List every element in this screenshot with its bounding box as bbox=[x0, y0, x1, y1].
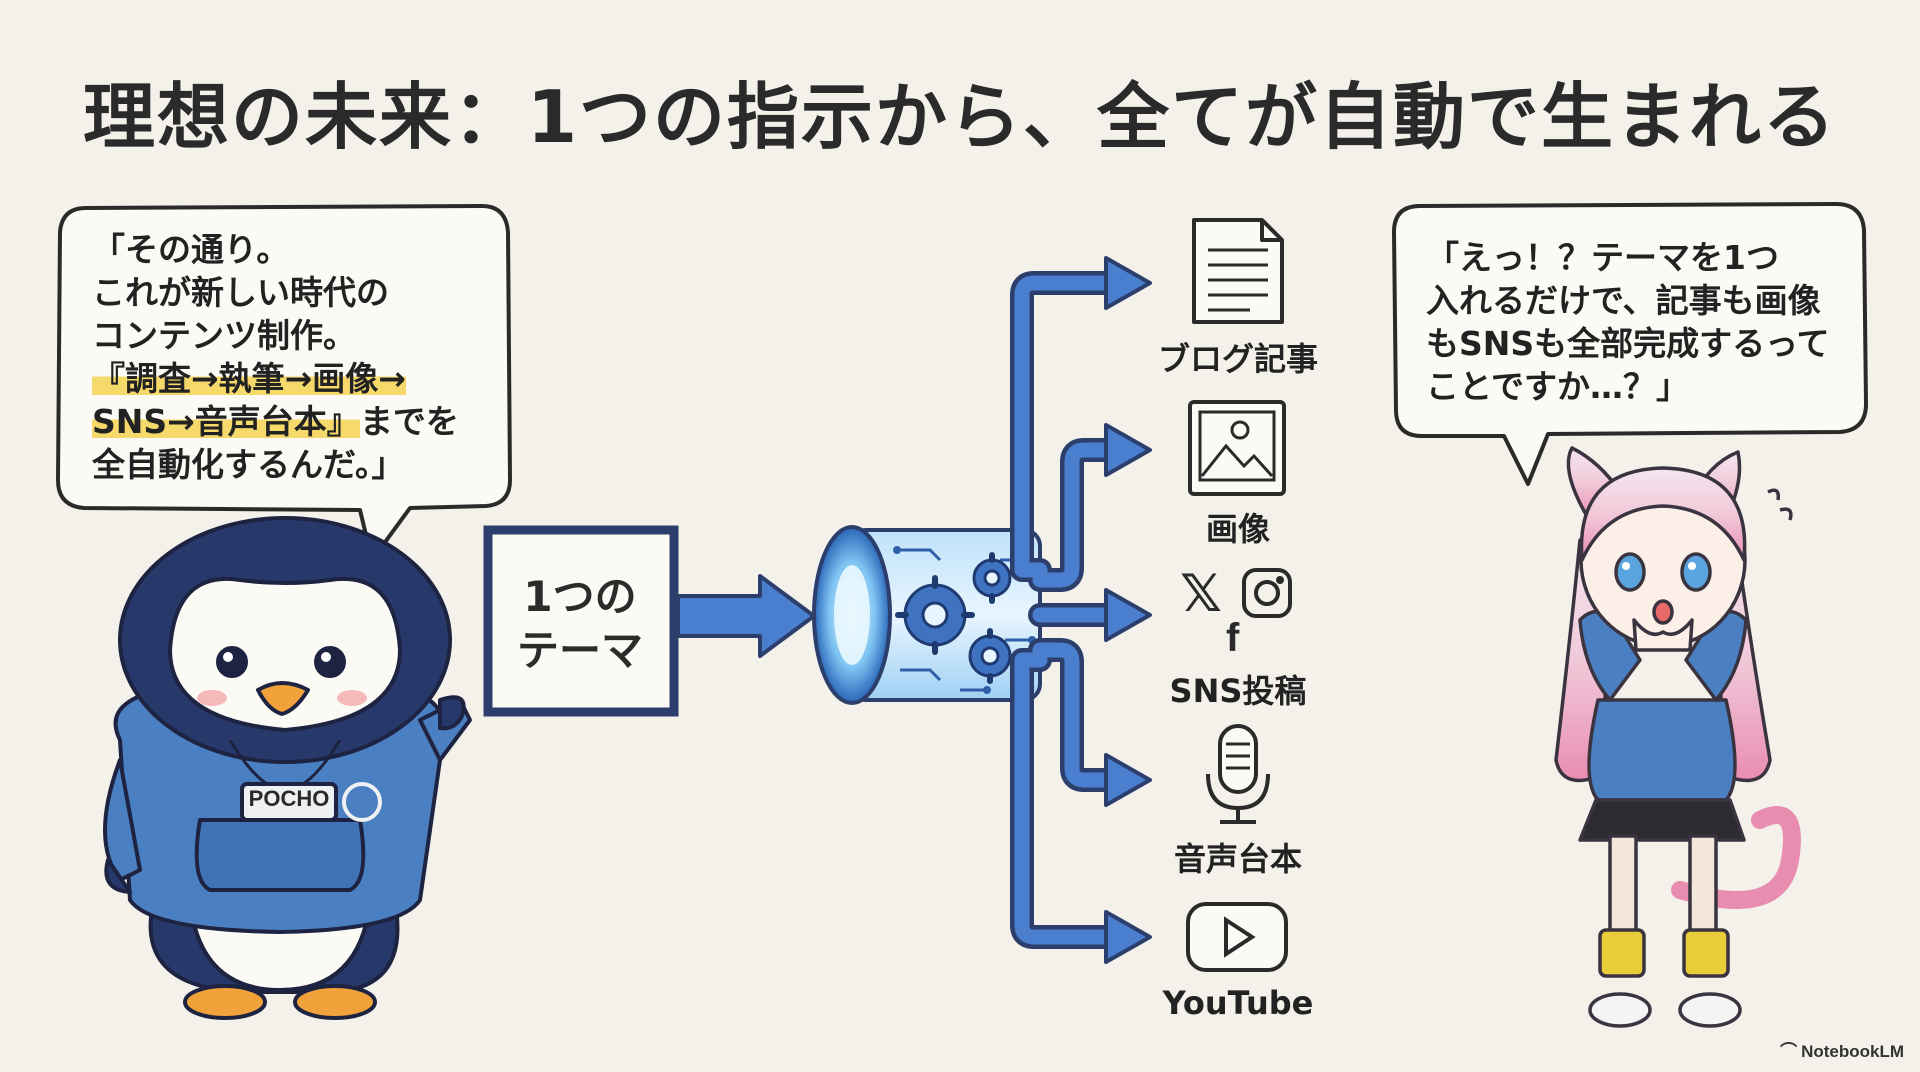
left-bubble-text: 「その通り。 これが新しい時代の コンテンツ制作。 『調査→執筆→画像→ SNS… bbox=[92, 228, 459, 486]
bubble-line: コンテンツ制作。 bbox=[92, 316, 356, 355]
output-label-blog: ブログ記事 bbox=[1157, 340, 1318, 378]
bubble-line: 入れるだけで、記事も画像 bbox=[1426, 281, 1821, 320]
instagram-icon bbox=[1242, 568, 1292, 618]
output-label-image: 画像 bbox=[1205, 510, 1270, 548]
output-label-youtube: YouTube bbox=[1162, 984, 1314, 1022]
microphone-icon bbox=[1206, 724, 1270, 824]
bubble-line: もSNSも全部完成するって bbox=[1426, 324, 1830, 363]
automation-engine bbox=[812, 525, 1042, 705]
bubble-line: これが新しい時代の bbox=[92, 273, 389, 312]
document-icon bbox=[1192, 218, 1284, 324]
page-title: 理想の未来：1つの指示から、全てが自動で生まれる bbox=[82, 75, 1838, 159]
youtube-icon bbox=[1186, 902, 1288, 972]
bubble-line: ことですか…？」 bbox=[1426, 367, 1690, 406]
theme-line: 1つの bbox=[523, 572, 637, 621]
bubble-line: 「えっ！？テーマを1つ bbox=[1426, 238, 1779, 277]
bubble-line: までを bbox=[359, 402, 459, 441]
image-icon bbox=[1188, 400, 1286, 496]
highlighted-text: SNS→音声台本』 bbox=[92, 402, 360, 441]
gear-icon bbox=[972, 558, 1012, 598]
bubble-line: 「その通り。 bbox=[92, 230, 290, 269]
brand-watermark: ⌒NotebookLM bbox=[1780, 1037, 1904, 1062]
theme-box-label: 1つの テーマ bbox=[490, 570, 670, 678]
brand-name: NotebookLM bbox=[1801, 1042, 1904, 1061]
theme-line: テーマ bbox=[516, 626, 643, 675]
notebooklm-logo-icon: ⌒ bbox=[1780, 1042, 1798, 1061]
right-speech-bubble bbox=[1392, 202, 1868, 486]
penguin-badge: POCHO bbox=[248, 786, 330, 811]
penguin-character bbox=[103, 516, 472, 1020]
theme-box bbox=[483, 525, 679, 717]
output-arrows bbox=[1010, 256, 1152, 964]
output-label-audio: 音声台本 bbox=[1173, 840, 1302, 878]
highlighted-text: 『調査→執筆→画像→ bbox=[92, 359, 406, 398]
gear-icon bbox=[903, 583, 967, 647]
x-icon: 𝕏 bbox=[1180, 564, 1222, 624]
output-label-sns: SNS投稿 bbox=[1169, 672, 1307, 710]
facebook-icon: f bbox=[1226, 616, 1240, 660]
gear-icon bbox=[968, 634, 1012, 678]
cat-girl-character bbox=[1554, 446, 1801, 1028]
right-bubble-text: 「えっ！？テーマを1つ 入れるだけで、記事も画像 もSNSも全部完成するって こ… bbox=[1426, 236, 1830, 408]
bubble-line: 全自動化するんだ。」 bbox=[92, 445, 405, 484]
theme-to-engine-arrow bbox=[676, 574, 816, 658]
